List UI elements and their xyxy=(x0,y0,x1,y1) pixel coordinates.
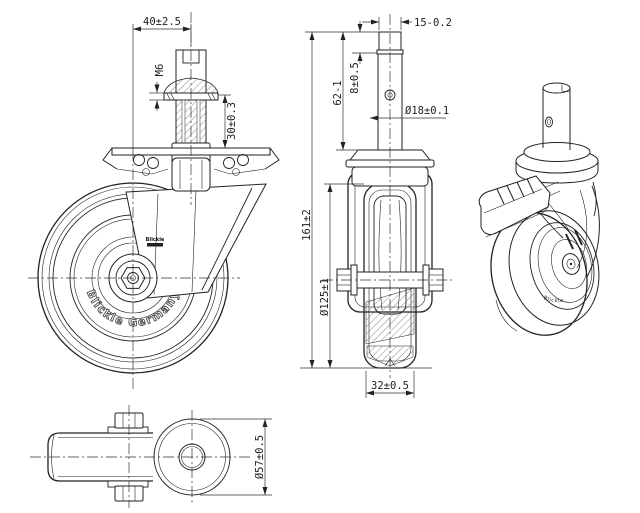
dimension-wheel-width: 32±0.5 xyxy=(365,371,415,398)
dimension-head-dia: Ø57±0.5 xyxy=(200,418,272,496)
dim-wheel-width-label: 32±0.5 xyxy=(371,380,409,392)
dim-head-dia-label: Ø57±0.5 xyxy=(254,435,266,479)
dim-total-height-label: 161±2 xyxy=(301,209,313,241)
brake-pedal-3d xyxy=(478,175,551,238)
dimension-expander: 30±0.3 xyxy=(218,94,238,148)
dimension-stem-len: 62-1 xyxy=(305,31,379,151)
dimension-stem-top-dia: 15-0.2 xyxy=(362,17,452,30)
front-view: Blickle Germany Blickle xyxy=(28,12,280,392)
dimension-total-height: 161±2 xyxy=(301,32,315,368)
fork-label-plate xyxy=(147,243,163,247)
dimension-stem-top-len: 8±0.5 xyxy=(349,21,377,94)
bottom-view: Ø57±0.5 xyxy=(30,405,272,508)
fork-front: Blickle xyxy=(125,183,267,299)
side-view: 15-0.2 8±0.5 62-1 Ø18±0.1 161±2 Ø125±1 xyxy=(300,14,452,398)
dimension-offset: 40±2.5 xyxy=(132,16,192,150)
dim-offset-label: 40±2.5 xyxy=(143,16,181,28)
centerlines-front xyxy=(28,12,240,392)
dim-stem-dia-label: Ø18±0.1 xyxy=(405,105,449,117)
wheel-top xyxy=(47,432,153,482)
dim-expander-label: 30±0.3 xyxy=(226,102,238,140)
dim-stem-top-len-label: 8±0.5 xyxy=(349,62,361,94)
dimension-thread: M6 xyxy=(149,64,166,111)
dim-thread-label: M6 xyxy=(154,64,166,77)
wheel-3d-brand-text: Blickle xyxy=(542,295,564,304)
centerlines-bottom xyxy=(30,405,250,508)
perspective-view: Blickle xyxy=(478,82,600,336)
fork-brand-label: Blickle xyxy=(146,237,165,243)
dim-stem-top-dia-label: 15-0.2 xyxy=(414,17,452,29)
dim-stem-len-label: 62-1 xyxy=(332,80,344,105)
stem-3d xyxy=(542,82,571,150)
dimension-stem-dia: Ø18±0.1 xyxy=(370,105,449,121)
dimension-wheel-dia: Ø125±1 xyxy=(319,183,364,368)
dim-wheel-dia-label: Ø125±1 xyxy=(319,278,331,316)
